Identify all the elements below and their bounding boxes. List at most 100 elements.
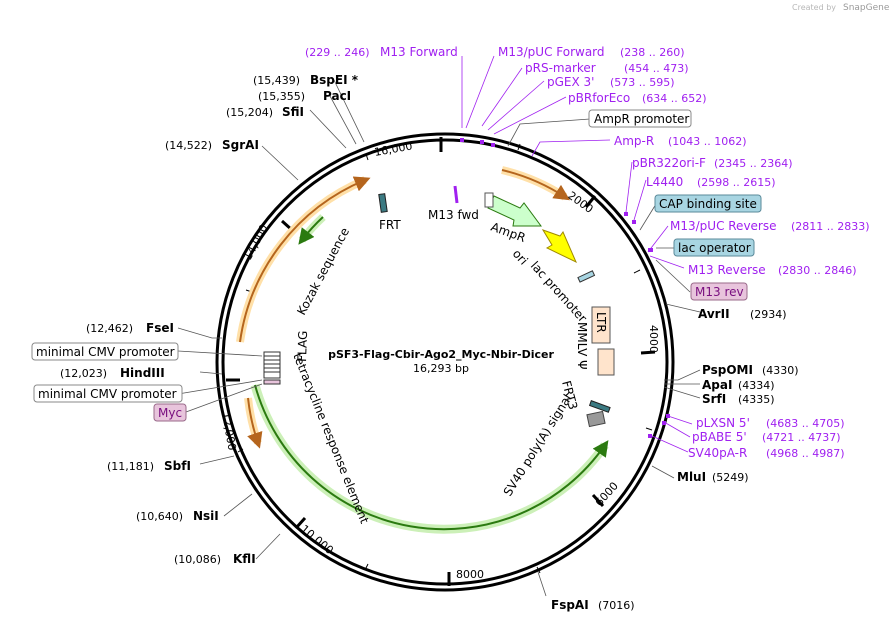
enzyme-pos-srfi: (4335) <box>738 393 775 406</box>
enzyme-pos-kfli: (10,086) <box>174 553 221 566</box>
primer-pos-m13-forward: (229 .. 246) <box>305 46 370 59</box>
m13-fwd-mark <box>453 185 459 204</box>
backbone-outer <box>215 132 675 592</box>
primer-pos-prs-marker: (454 .. 473) <box>624 62 689 75</box>
primer-pbabe5: pBABE 5' <box>692 430 747 444</box>
feature-ori: ori <box>510 247 531 268</box>
cmv1-label-box <box>31 342 179 361</box>
lac-small-box <box>577 270 596 283</box>
feature-m13-fwd: M13 fwd <box>428 208 479 222</box>
primer-sv40pa-r: SV40pA-R <box>688 446 747 460</box>
primer-pos-amp-r: (1043 .. 1062) <box>668 135 747 148</box>
enzyme-pos-paci: (15,355) <box>258 90 305 103</box>
feature-lac-promoter: lac promoter <box>528 259 590 325</box>
enzyme-pos-bspei: (15,439) <box>253 74 300 87</box>
cap-site-label: CAP binding site <box>659 197 757 211</box>
primer-pos-l4440: (2598 .. 2615) <box>697 176 776 189</box>
primer-plxsn5: pLXSN 5' <box>696 416 750 430</box>
enzyme-sgrai: SgrAI <box>222 138 259 152</box>
myc-label: Myc <box>158 406 182 420</box>
tick-marks <box>226 137 656 586</box>
primer-pos-sv40pa-r: (4968 .. 4987) <box>766 447 845 460</box>
cap-site-label-box <box>654 194 762 213</box>
primer-m13puc-forward: M13/pUC Forward <box>498 45 605 59</box>
enzyme-pos-sbfi: (11,181) <box>107 460 154 473</box>
primer-pgex3: pGEX 3' <box>547 75 594 89</box>
primer-m13puc-reverse: M13/pUC Reverse <box>670 219 777 233</box>
feature-tre: tetracycline response element <box>290 351 372 526</box>
ampr-promoter-label: AmpR promoter <box>594 112 689 126</box>
plasmid-name: pSF3-Flag-Cbir-Ago2_Myc-Nbir-Dicer <box>328 348 554 361</box>
brand-name: SnapGene <box>843 3 890 13</box>
primer-pos-m13puc-forward: (238 .. 260) <box>620 46 685 59</box>
feature-flag: FLAG <box>295 330 310 362</box>
ltr-box <box>591 306 611 344</box>
enzyme-pos-pspomi: (4330) <box>762 364 799 377</box>
cmv2-label: minimal CMV promoter <box>38 387 177 401</box>
primer-marks <box>460 138 670 438</box>
enzyme-kfli: KflI <box>233 552 256 566</box>
enzyme-pos-apai: (4334) <box>738 379 775 392</box>
enzyme-pos-mlui: (5249) <box>712 471 749 484</box>
enzyme-srfi: SrfI <box>702 392 726 406</box>
enzyme-leaders <box>177 79 701 597</box>
tick-label-14000: 14,000 <box>241 222 271 262</box>
primer-pos-plxsn5: (4683 .. 4705) <box>766 417 845 430</box>
primer-prs-marker: pRS-marker <box>525 61 596 75</box>
feature-sv40: SV40 poly(A) signal <box>501 392 575 499</box>
cmv1-label: minimal CMV promoter <box>36 345 175 359</box>
primer-pbrforeco: pBRforEco <box>568 91 630 105</box>
primer-pos-pgex3: (573 .. 595) <box>610 76 675 89</box>
enzyme-pos-sfii: (15,204) <box>226 106 273 119</box>
enzyme-pos-nsii: (10,640) <box>136 510 183 523</box>
frt3-mark <box>588 400 611 413</box>
enzyme-pos-fspai: (7016) <box>598 599 635 612</box>
ori-arrow <box>541 229 577 264</box>
feature-frt: FRT <box>379 218 401 232</box>
enzyme-paci: PacI <box>323 89 351 103</box>
primer-pos-pbrforeco: (634 .. 652) <box>642 92 707 105</box>
tick-label-8000: 8000 <box>456 568 484 581</box>
primer-m13-reverse: M13 Reverse <box>688 263 766 277</box>
primer-amp-r: Amp-R <box>614 134 654 148</box>
ampr-promoter-box <box>484 192 494 208</box>
tick-label-4000: 4000 <box>647 325 660 353</box>
enzyme-nsii: NsiI <box>193 509 219 523</box>
enzyme-mlui: MluI <box>677 470 706 484</box>
enzyme-pos-hindiii: (12,023) <box>60 367 107 380</box>
myc-label-box <box>153 403 187 422</box>
sv40-box <box>586 410 606 428</box>
cmv2-label-box <box>33 384 183 403</box>
lac-operator-label-box <box>673 238 755 257</box>
enzyme-avrii: AvrII <box>698 307 730 321</box>
primer-pos-pbabe5: (4721 .. 4737) <box>762 431 841 444</box>
backbone-inner <box>221 138 669 586</box>
enzyme-pos-sgrai: (14,522) <box>165 139 212 152</box>
feature-ltr: LTR <box>594 312 608 333</box>
feature-arcs <box>236 166 609 534</box>
primer-pos-m13-reverse: (2830 .. 2846) <box>778 264 857 277</box>
enzyme-fsei: FseI <box>146 321 174 335</box>
enzyme-sbfi: SbfI <box>164 459 191 473</box>
enzyme-pspomi: PspOMI <box>702 363 753 377</box>
enzyme-bspei: BspEI * <box>310 73 359 87</box>
ampr-arrow <box>487 195 542 227</box>
primer-pos-pbr322ori-f: (2345 .. 2364) <box>714 157 793 170</box>
primer-l4440: L4440 <box>646 175 683 189</box>
plasmid-size: 16,293 bp <box>413 362 469 375</box>
ampr-promoter-label-box <box>588 109 692 128</box>
enzyme-pos-fsei: (12,462) <box>86 322 133 335</box>
primer-pbr322ori-f: pBR322ori-F <box>632 156 706 170</box>
enzyme-hindiii: HindIII <box>120 366 165 380</box>
m13-rev-label: M13 rev <box>695 285 744 299</box>
enzyme-sfii: SfiI <box>282 105 304 119</box>
enzyme-pos-avrii: (2934) <box>750 308 787 321</box>
primer-leaders <box>461 55 693 453</box>
lac-operator-label: lac operator <box>678 241 751 255</box>
brand-created-by: Created by <box>792 3 836 12</box>
enzyme-fspai: FspAI <box>551 598 589 612</box>
mmlv-box <box>597 348 615 376</box>
flag-cluster <box>263 351 281 385</box>
m13-rev-label-box <box>690 282 748 301</box>
